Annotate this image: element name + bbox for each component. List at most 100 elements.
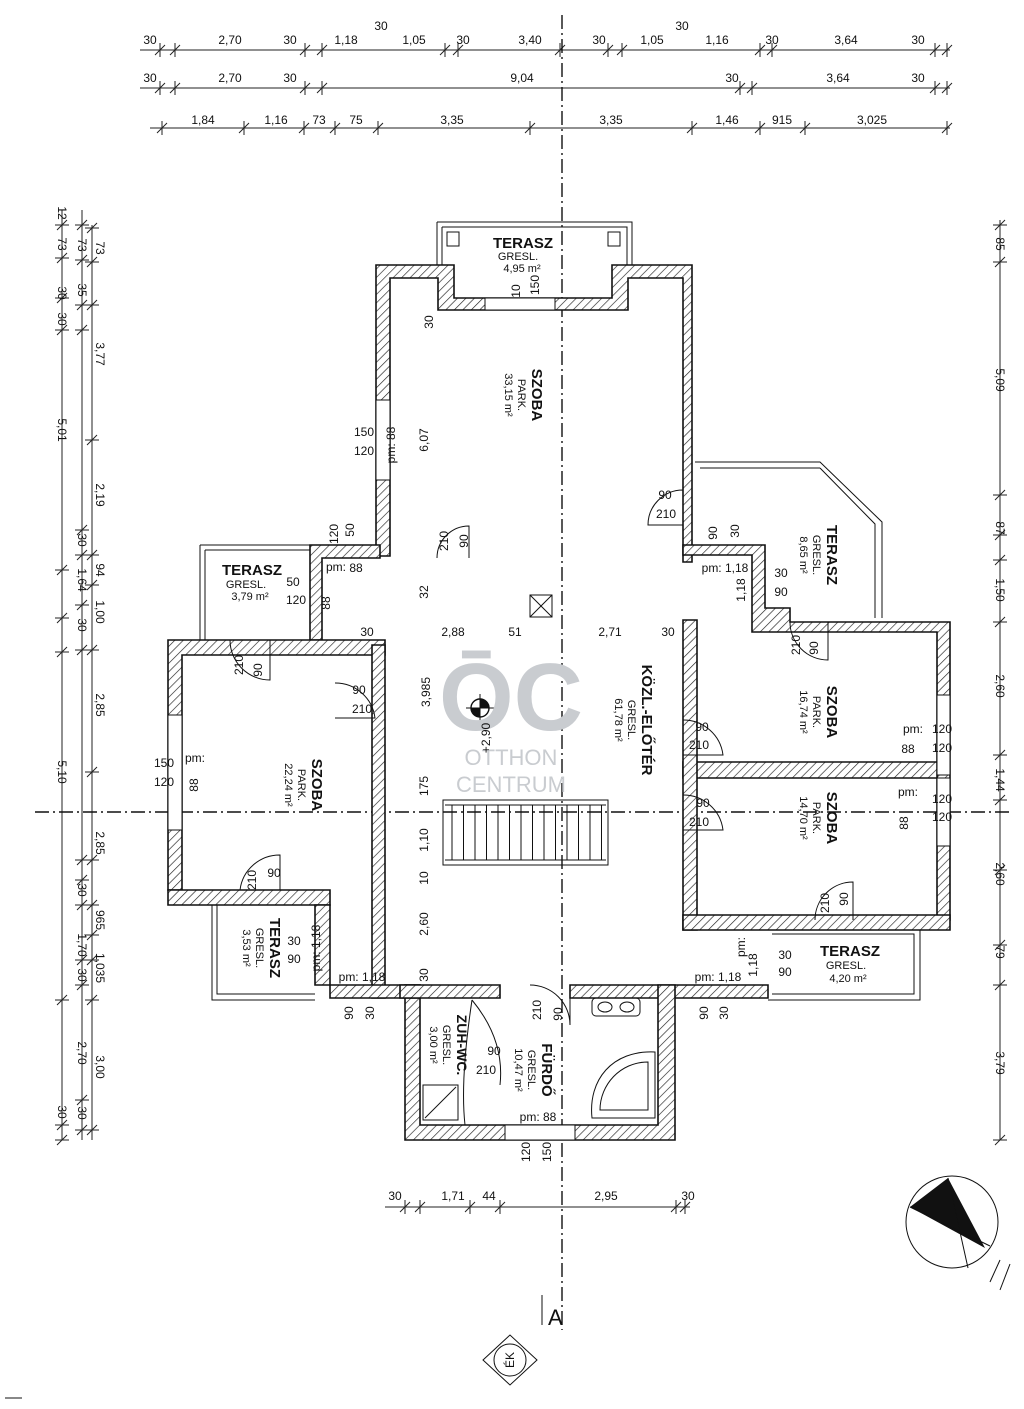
plan-label-26: pm: 1,18 <box>702 561 749 575</box>
plan-label-80: pm: 88 <box>520 1110 557 1124</box>
dim-bottom-4: 30 <box>681 1189 695 1203</box>
plan-label-48: 175 <box>417 776 431 796</box>
svg-text:TERASZ: TERASZ <box>222 562 282 579</box>
dim-row1-6: 30 <box>456 33 470 47</box>
dim-row1-14: 30 <box>911 33 925 47</box>
room-terasz-right-top: TERASZ GRESL. 8,65 m² <box>797 525 840 585</box>
plan-label-40: pm: <box>903 722 923 736</box>
plan-label-1: 150 <box>528 275 542 295</box>
dim-left_outer-1: 73 <box>55 237 69 251</box>
plan-label-11: 50 <box>343 523 357 537</box>
room-furdo: FÜRDŐ GRESL. 10,47 m² <box>512 1043 556 1097</box>
plan-label-9: 210 <box>437 531 451 551</box>
plan-label-13: 88 <box>349 561 363 575</box>
dim-left_inner-5: 2,85 <box>93 693 107 717</box>
plan-label-24: 90 <box>706 526 720 540</box>
plan-label-12: 120 <box>327 524 341 544</box>
plan-label-2: 30 <box>422 315 436 329</box>
dim-row1-7: 3,40 <box>518 33 542 47</box>
plan-label-69: 30 <box>417 968 431 982</box>
dim-left_outer-5: 5,10 <box>55 760 69 784</box>
dim-left_mid-8: 2,70 <box>75 1041 89 1065</box>
plan-label-7: 90 <box>658 488 672 502</box>
dim-row3-1: 1,16 <box>264 113 288 127</box>
plan-label-67: 30 <box>778 948 792 962</box>
dim-row1-2: 30 <box>283 33 297 47</box>
dim-row3-2: 73 <box>312 113 326 127</box>
dim-left_inner-0: 73 <box>93 241 107 255</box>
plan-label-44: 150 <box>154 756 174 770</box>
plan-label-60: 90 <box>837 892 851 906</box>
plan-label-35: 210 <box>352 702 372 716</box>
dim-bottom-0: 30 <box>388 1189 402 1203</box>
plan-label-3: 150 <box>354 425 374 439</box>
plan-label-65: pm: <box>734 937 748 957</box>
svg-text:4,95 m²: 4,95 m² <box>503 263 541 275</box>
svg-text:TERASZ: TERASZ <box>823 525 840 585</box>
svg-text:SZOBA: SZOBA <box>823 686 840 739</box>
room-szoba-right2: SZOBA PARK. 14,70 m² <box>797 792 840 845</box>
terrace-outlines <box>199 221 921 1001</box>
plan-label-47: 88 <box>187 778 201 792</box>
svg-text:GRESL.: GRESL. <box>525 1050 537 1090</box>
plan-label-81: 120 <box>519 1142 533 1162</box>
svg-text:GRESL.: GRESL. <box>625 700 637 740</box>
plan-label-68: 90 <box>778 965 792 979</box>
dim-left_mid-3: 1,64 <box>75 568 89 592</box>
plan-label-72: 90 <box>342 1006 356 1020</box>
plan-label-20: 2,88 <box>441 625 465 639</box>
plan-label-22: 2,71 <box>598 625 622 639</box>
svg-text:GRESL.: GRESL. <box>226 579 266 591</box>
dim-row3-7: 915 <box>772 113 792 127</box>
plan-label-38: 90 <box>695 720 709 734</box>
svg-text:3,79 m²: 3,79 m² <box>231 591 269 603</box>
plan-label-42: 120 <box>932 722 952 736</box>
dim-row2-3: 9,04 <box>510 71 534 85</box>
plan-label-33: 90 <box>251 663 265 677</box>
plan-label-0: 10 <box>509 284 523 298</box>
watermark-logo: ŌC <box>439 644 583 751</box>
plan-label-64: pm: 1,18 <box>309 924 323 971</box>
plan-label-46: pm: <box>185 751 205 765</box>
section-mark: A <box>541 1295 563 1330</box>
dim-left_outer-6: 30 <box>55 1105 69 1119</box>
room-terasz-left-bottom: TERASZ GRESL. 3,53 m² <box>240 918 283 978</box>
dim-row1-1: 2,70 <box>218 33 242 47</box>
room-kozl-eloter: KÖZL.-ELŐTÉR GRESL. 61,78 m² <box>612 665 656 776</box>
dimension-ticks <box>55 43 1007 1214</box>
plan-label-5: pm: 88 <box>384 426 398 463</box>
dim-left_mid-9: 30 <box>75 1106 89 1120</box>
svg-text:33,15 m²: 33,15 m² <box>502 373 514 417</box>
plan-label-58: 90 <box>267 866 281 880</box>
svg-text:14,70 m²: 14,70 m² <box>797 796 809 840</box>
dim-left_mid-7: 30 <box>75 968 89 982</box>
bath-fixtures <box>422 594 656 1121</box>
dim-row1-5: 1,05 <box>402 33 426 47</box>
plan-label-76: 210 <box>530 1000 544 1020</box>
dim-left_mid-4: 30 <box>75 618 89 632</box>
dim-left_mid-2: 30 <box>75 533 89 547</box>
plan-label-18: 32 <box>417 585 431 599</box>
plan-label-53: 120 <box>932 792 952 806</box>
watermark-line1: OTTHON <box>465 745 558 770</box>
dim-row3-4: 3,35 <box>440 113 464 127</box>
plan-label-45: 120 <box>154 775 174 789</box>
plan-label-37: +2,90 <box>479 722 493 753</box>
plan-label-59: 210 <box>818 893 832 913</box>
dim-row1-8: 30 <box>592 33 606 47</box>
dim-right-2: 87 <box>993 521 1007 535</box>
section-mark-label: A <box>548 1305 563 1330</box>
plan-label-10: 90 <box>457 534 471 548</box>
plan-label-77: 90 <box>551 1007 565 1021</box>
dim-left_inner-4: 1,00 <box>93 600 107 624</box>
plan-label-73: 30 <box>363 1006 377 1020</box>
dim-row3-0: 1,84 <box>191 113 215 127</box>
plan-label-19: 30 <box>360 625 374 639</box>
dim-row1-0: 30 <box>143 33 157 47</box>
svg-text:PARK.: PARK. <box>295 769 307 801</box>
dim-row3-5: 3,35 <box>599 113 623 127</box>
watermark-line2: CENTRUM <box>456 772 566 797</box>
svg-text:GRESL.: GRESL. <box>253 928 265 968</box>
